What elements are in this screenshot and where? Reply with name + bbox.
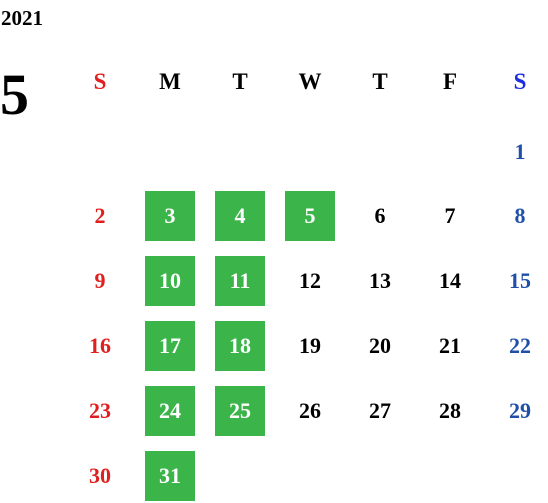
day-cell[interactable]: 3 xyxy=(145,191,195,241)
day-cell[interactable]: 7 xyxy=(444,203,456,228)
day-cell[interactable]: 17 xyxy=(145,321,195,371)
weekday-thursday: T xyxy=(372,69,388,94)
weekday-wednesday: W xyxy=(298,69,322,94)
day-cell[interactable]: 27 xyxy=(369,398,391,423)
day-cell[interactable]: 24 xyxy=(145,386,195,436)
day-cell[interactable]: 16 xyxy=(89,333,111,358)
day-cell[interactable]: 6 xyxy=(374,203,386,228)
day-cell[interactable]: 13 xyxy=(369,268,391,293)
day-cell[interactable]: 11 xyxy=(215,256,265,306)
year-label: 2021 xyxy=(1,6,43,30)
day-cell[interactable]: 2 xyxy=(94,203,106,228)
day-cell[interactable]: 19 xyxy=(299,333,321,358)
day-cell[interactable]: 1 xyxy=(514,139,526,164)
weekday-header: S M T W T F S xyxy=(0,64,548,100)
weekday-friday: F xyxy=(442,69,458,94)
day-cell[interactable]: 12 xyxy=(299,268,321,293)
day-cell[interactable]: 21 xyxy=(439,333,461,358)
day-cell[interactable]: 31 xyxy=(145,451,195,501)
weekday-sunday: S xyxy=(93,69,107,94)
day-cell[interactable]: 18 xyxy=(215,321,265,371)
day-cell[interactable]: 4 xyxy=(215,191,265,241)
day-cell[interactable]: 10 xyxy=(145,256,195,306)
day-cell[interactable]: 8 xyxy=(514,203,526,228)
day-cell[interactable]: 14 xyxy=(439,268,461,293)
day-cell[interactable]: 5 xyxy=(285,191,335,241)
day-cell[interactable]: 15 xyxy=(509,268,531,293)
month-number: 5 xyxy=(0,62,29,127)
day-cell[interactable]: 9 xyxy=(94,268,106,293)
day-cell[interactable]: 26 xyxy=(299,398,321,423)
day-cell[interactable]: 22 xyxy=(509,333,531,358)
weekday-saturday: S xyxy=(513,69,527,94)
day-cell[interactable]: 29 xyxy=(509,398,531,423)
day-cell[interactable]: 20 xyxy=(369,333,391,358)
weekday-tuesday: T xyxy=(232,69,248,94)
day-cell[interactable]: 25 xyxy=(215,386,265,436)
day-cell[interactable]: 28 xyxy=(439,398,461,423)
day-cell[interactable]: 30 xyxy=(89,463,111,488)
day-cell[interactable]: 23 xyxy=(89,398,111,423)
weekday-monday: M xyxy=(159,69,181,94)
